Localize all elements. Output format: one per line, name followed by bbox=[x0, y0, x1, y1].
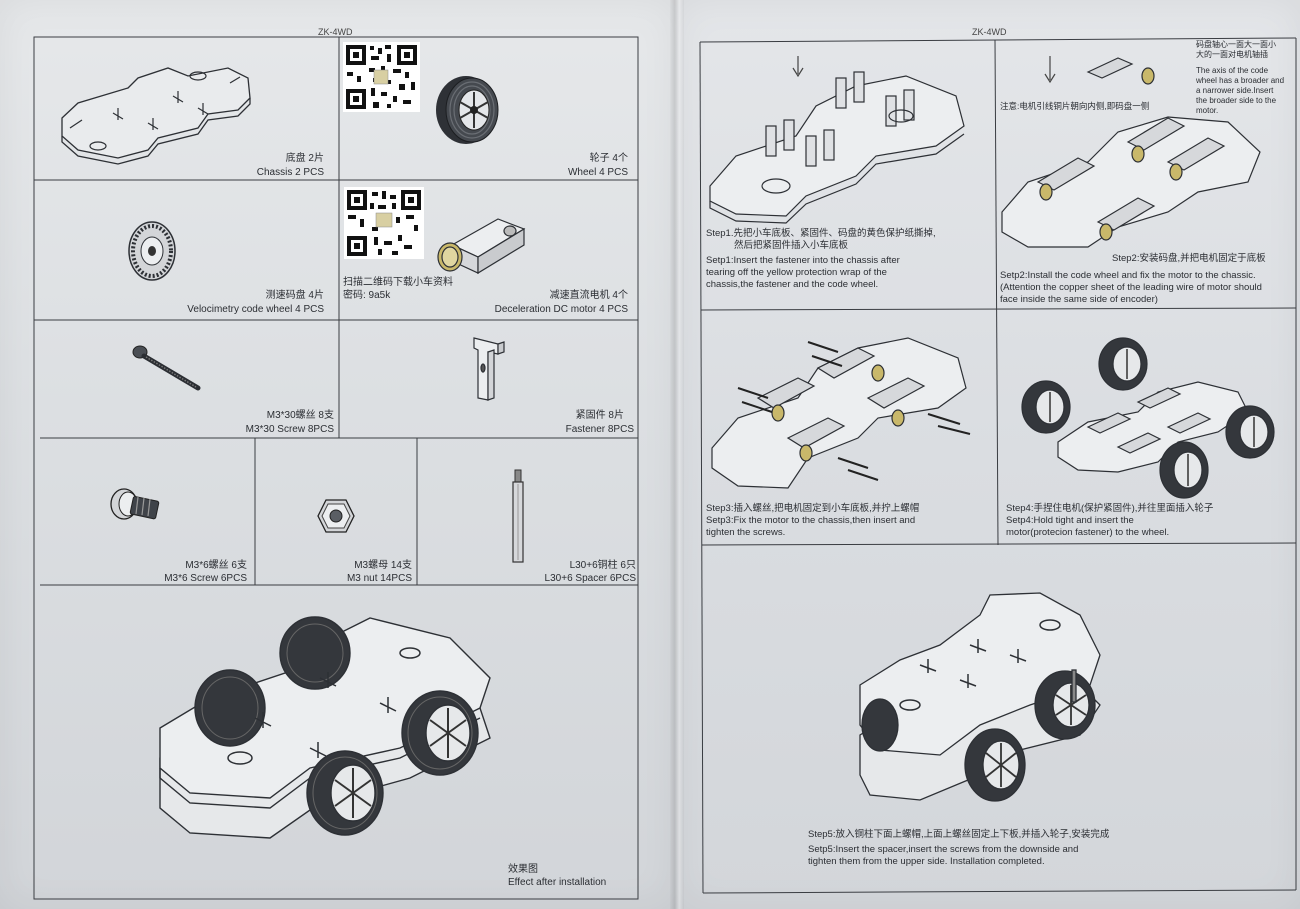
step1-en-3: chassis,the fastener and the code wheel. bbox=[706, 279, 879, 290]
step2-note: 码盘轴心一面大一面小 大的一面对电机轴插 The axis of the cod… bbox=[1196, 40, 1284, 116]
spacer-caption-en: L30+6 Spacer 6PCS bbox=[544, 573, 636, 584]
step3-en-1: Setp3:Fix the motor to the chassis,then … bbox=[706, 515, 916, 526]
step1-en-2: tearing off the yellow protection wrap o… bbox=[706, 267, 887, 278]
step2-text: Setp2:Install the code wheel and fix the… bbox=[1000, 270, 1262, 306]
page-fold bbox=[670, 0, 684, 909]
qr-note-line1: 扫描二维码下载小车资料 bbox=[343, 277, 453, 288]
effect-caption-cn: 效果图 bbox=[508, 864, 538, 875]
step2-note-en-4: the broader side to the bbox=[1196, 96, 1277, 105]
m3x6-caption-cn: M3*6螺丝 6支 bbox=[185, 560, 247, 571]
step2-note-en-5: motor. bbox=[1196, 106, 1219, 115]
motor-caption-en: Deceleration DC motor 4 PCS bbox=[494, 304, 628, 315]
step3-illustration bbox=[711, 337, 971, 489]
step3-text: Step3:插入螺丝,把电机固定到小车底板,并拧上螺帽 Setp3:Fix th… bbox=[706, 503, 919, 539]
m3x30-caption-cn: M3*30螺丝 8支 bbox=[266, 410, 334, 421]
step2-note-cn-1: 码盘轴心一面大一面小 bbox=[1196, 40, 1276, 49]
step2-note-cn-2: 大的一面对电机轴插 bbox=[1196, 50, 1268, 59]
step4-cn: Step4:手捏住电机(保护紧固件),并往里面插入轮子 bbox=[1006, 503, 1214, 514]
step2-cn: Step2:安装码盘,并把电机固定于底板 bbox=[1112, 253, 1266, 264]
step5-en-2: tighten them from the upper side. Instal… bbox=[808, 856, 1045, 867]
wheel-illustration bbox=[436, 76, 499, 144]
step3-cn: Step3:插入螺丝,把电机固定到小车底板,并拧上螺帽 bbox=[706, 503, 920, 514]
code-wheel-caption-cn: 测速码盘 4片 bbox=[265, 290, 324, 301]
step2-wire-note: 注意:电机引线铜片朝向内侧,即码盘一侧 bbox=[1000, 101, 1150, 111]
step2-en-1: Setp2:Install the code wheel and fix the… bbox=[1000, 270, 1256, 281]
code-wheel-caption-en: Velocimetry code wheel 4 PCS bbox=[187, 304, 324, 315]
motor-caption-cn: 减速直流电机 4个 bbox=[549, 290, 628, 301]
m3x30-screw-illustration bbox=[132, 345, 201, 391]
spacer-illustration bbox=[512, 469, 524, 563]
m3x30-caption-en: M3*30 Screw 8PCS bbox=[245, 424, 334, 435]
qr-code-top bbox=[343, 42, 420, 112]
step2-illustration bbox=[1001, 56, 1261, 248]
fastener-illustration bbox=[473, 337, 505, 401]
wheel-caption-cn: 轮子 4个 bbox=[589, 153, 628, 164]
step5-text: Step5:放入铜柱下面上螺帽,上面上螺丝固定上下板,并插入轮子,安装完成 Se… bbox=[808, 829, 1109, 868]
effect-caption-en: Effect after installation bbox=[508, 877, 607, 888]
dc-motor-illustration bbox=[437, 218, 526, 275]
step2-en-3: face inside the same side of encoder) bbox=[1000, 294, 1158, 305]
step4-text: Step4:手捏住电机(保护紧固件),并往里面插入轮子 Setp4:Hold t… bbox=[1006, 503, 1213, 539]
code-wheel-illustration bbox=[128, 221, 176, 281]
step2-note-en-3: a narrower side.Insert bbox=[1196, 86, 1274, 95]
step2-note-en-2: wheel has a broader and bbox=[1196, 76, 1285, 85]
step1-en-1: Setp1:Insert the fastener into the chass… bbox=[706, 255, 900, 266]
fastener-caption-cn: 紧固件 8片 bbox=[575, 410, 624, 421]
step4-en-1: Setp4:Hold tight and insert the bbox=[1006, 515, 1134, 526]
step1-cn-1: Step1.先把小车底板、紧固件、码盘的黄色保护纸撕掉, bbox=[706, 228, 936, 239]
wheel-caption-en: Wheel 4 PCS bbox=[567, 167, 628, 178]
assembled-car-illustration bbox=[159, 616, 491, 839]
nut-caption-cn: M3螺母 14支 bbox=[354, 560, 412, 571]
fastener-caption-en: Fastener 8PCS bbox=[565, 424, 634, 435]
left-page-grid bbox=[33, 36, 639, 900]
step5-en-1: Setp5:Insert the spacer,insert the screw… bbox=[808, 844, 1079, 855]
m3x6-screw-illustration bbox=[110, 488, 160, 520]
step2-en-2: (Attention the copper sheet of the leadi… bbox=[1000, 282, 1262, 293]
qr-code-motor bbox=[344, 187, 424, 259]
step2-note-en-1: The axis of the code bbox=[1196, 66, 1269, 75]
chassis-caption-cn: 底盘 2片 bbox=[285, 153, 324, 164]
step4-en-2: motor(protecion fastener) to the wheel. bbox=[1006, 527, 1170, 538]
step5-cn: Step5:放入铜柱下面上螺帽,上面上螺丝固定上下板,并插入轮子,安装完成 bbox=[808, 829, 1110, 840]
nut-caption-en: M3 nut 14PCS bbox=[346, 573, 412, 584]
spacer-caption-cn: L30+6铜柱 6只 bbox=[569, 560, 636, 571]
step4-illustration bbox=[1021, 337, 1275, 499]
chassis-caption-en: Chassis 2 PCS bbox=[256, 167, 324, 178]
m3-nut-illustration bbox=[317, 499, 355, 533]
chassis-illustration bbox=[61, 67, 251, 165]
qr-note-line2: 密码: 9a5k bbox=[343, 290, 391, 301]
step5-illustration bbox=[859, 592, 1101, 802]
step1-illustration bbox=[709, 56, 965, 224]
m3x6-caption-en: M3*6 Screw 6PCS bbox=[164, 573, 247, 584]
left-page-header: ZK-4WD bbox=[318, 27, 353, 37]
step3-en-2: tighten the screws. bbox=[706, 527, 786, 538]
step1-cn-2: 然后把紧固件插入小车底板 bbox=[734, 240, 849, 251]
step1-text: Step1.先把小车底板、紧固件、码盘的黄色保护纸撕掉, 然后把紧固件插入小车底… bbox=[706, 228, 936, 291]
right-page-header: ZK-4WD bbox=[972, 27, 1007, 37]
